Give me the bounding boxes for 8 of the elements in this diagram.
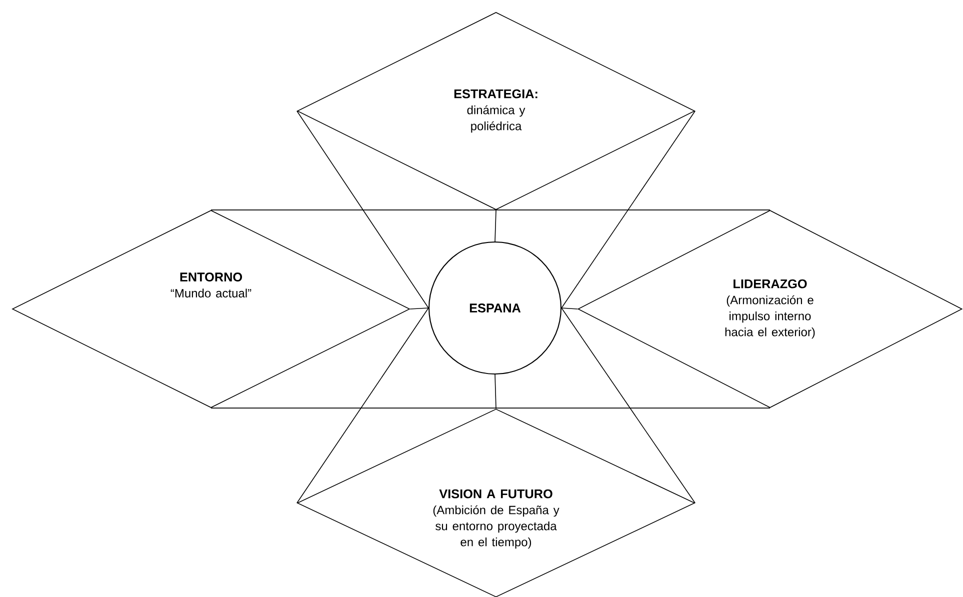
- connector-line: [494, 210, 496, 242]
- connector-line: [494, 374, 496, 409]
- connector-line: [561, 110, 696, 308]
- connector-line: [296, 110, 429, 308]
- connector-line: [296, 308, 429, 504]
- connector-line: [561, 308, 578, 310]
- connector-line: [410, 308, 429, 310]
- connector-line: [561, 308, 696, 504]
